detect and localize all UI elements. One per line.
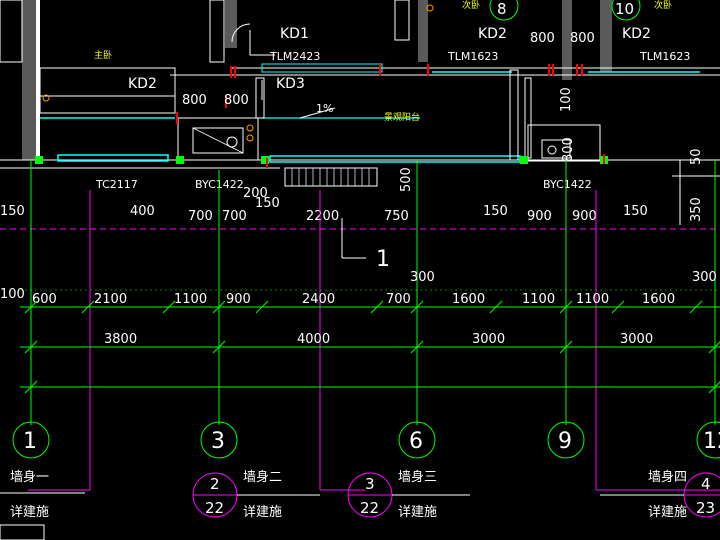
room-label-second-a: 次卧 <box>462 0 480 11</box>
plan-dim-800-e: 800 <box>561 137 576 162</box>
axis-label-6: 6 <box>409 429 423 454</box>
wall-sheet-2: 22 <box>205 499 224 517</box>
axis-bubble-12 <box>696 421 720 459</box>
dim2-1600-a: 1600 <box>452 292 485 307</box>
door-label-kd2-c: KD2 <box>622 26 651 42</box>
plan-dim-500: 500 <box>399 167 414 192</box>
wall-label-1: 墙身一 <box>10 469 49 485</box>
dim1-150-b: 150 <box>483 204 508 219</box>
wall-label-3: 墙身三 <box>398 469 437 485</box>
wall-detail-refs: 墙身一 详建施 2 22 墙身二 详建施 3 22 墙身三 详建施 4 23 墙… <box>0 469 720 540</box>
dim2-300-b: 300 <box>692 270 717 285</box>
plan-labels: KD1 KD2 KD2 KD2 KD3 TLM2423 TLM1623 TLM1… <box>94 0 704 222</box>
door-label-kd3: KD3 <box>276 76 305 92</box>
top-axis-8: 8 <box>497 0 507 18</box>
room-label-balcony: 景观阳台 <box>384 111 420 123</box>
axis-bubble-6 <box>398 421 436 459</box>
plan-dim-150: 150 <box>255 196 280 211</box>
dim1-750: 750 <box>384 209 409 224</box>
slope-label: 1% <box>316 102 333 115</box>
dim1-900-b: 900 <box>572 209 597 224</box>
wall-label-2: 墙身二 <box>243 469 282 485</box>
window-label-tlm1623-b: TLM1623 <box>639 50 690 63</box>
dim2-1100-c: 1100 <box>576 292 609 307</box>
axis-label-1: 1 <box>23 429 37 454</box>
wall-label-4: 墙身四 <box>648 469 687 485</box>
dim-row-2: 300 300 100 600 2100 1100 900 2400 700 1… <box>0 270 720 314</box>
dim2-300-a: 300 <box>410 270 435 285</box>
axis-label-9: 9 <box>558 429 572 454</box>
dim2-2100: 2100 <box>94 292 127 307</box>
top-axis-10: 10 <box>615 0 634 18</box>
wall-sheet-4: 23 <box>696 499 715 517</box>
room-label-second-b: 次卧 <box>654 0 672 11</box>
dim1-150-c: 150 <box>623 204 648 219</box>
dim2-1100-b: 1100 <box>522 292 555 307</box>
dim-row-3: 3800 4000 3000 3000 <box>20 332 720 394</box>
wall-note-3: 详建施 <box>398 505 437 520</box>
callout-number: 1 <box>376 247 390 272</box>
plan-dim-100: 100 <box>559 87 574 112</box>
plan-dim-800-b: 800 <box>224 93 249 108</box>
dim1-2200: 2200 <box>306 209 339 224</box>
dim1-900-a: 900 <box>527 209 552 224</box>
dim2-100: 100 <box>0 287 25 302</box>
axis-bubble-9 <box>547 421 585 459</box>
axis-label-3: 3 <box>211 429 225 454</box>
plan-dim-200: 200 <box>243 186 268 201</box>
door-label-kd1: KD1 <box>280 26 309 42</box>
dim3-3000-b: 3000 <box>620 332 653 347</box>
top-axis-bubbles <box>489 0 641 21</box>
plan-dim-800-d: 800 <box>570 31 595 46</box>
dim2-2400: 2400 <box>302 292 335 307</box>
dim2-600: 600 <box>32 292 57 307</box>
axis-label-12: 12 <box>703 429 720 454</box>
plan-dim-350: 350 <box>689 197 704 222</box>
wall-note-2: 详建施 <box>243 505 282 520</box>
door-label-kd2-a: KD2 <box>128 76 157 92</box>
plan-dim-800-a: 800 <box>182 93 207 108</box>
dim1-700-b: 700 <box>222 209 247 224</box>
plan-dim-800-c: 800 <box>530 31 555 46</box>
dim2-1600-b: 1600 <box>642 292 675 307</box>
window-label-tc2117: TC2117 <box>95 178 138 191</box>
wall-num-4: 4 <box>701 475 711 493</box>
dim1-400: 400 <box>130 204 155 219</box>
window-label-tlm1623-a: TLM1623 <box>447 50 498 63</box>
axis-bubble-3 <box>200 421 238 459</box>
axis-bubble-1 <box>12 421 50 459</box>
room-label-master: 主卧 <box>94 49 112 61</box>
wall-note-4: 详建施 <box>648 505 687 520</box>
door-label-kd2-b: KD2 <box>478 26 507 42</box>
dim3-4000: 4000 <box>297 332 330 347</box>
wall-sheet-3: 22 <box>360 499 379 517</box>
wall-note-1: 详建施 <box>10 505 49 520</box>
wall-num-2: 2 <box>210 475 220 493</box>
dim-row-1: 150 400 700 700 2200 750 150 900 900 150 <box>0 204 648 224</box>
dim2-700: 700 <box>386 292 411 307</box>
wall-num-3: 3 <box>365 475 375 493</box>
dim2-900: 900 <box>226 292 251 307</box>
dim3-3000-a: 3000 <box>472 332 505 347</box>
window-label-byc1422-b: BYC1422 <box>543 178 592 191</box>
axis-bubbles: 1 3 6 9 12 <box>12 421 720 459</box>
dim1-150: 150 <box>0 204 25 219</box>
window-label-tlm2423: TLM2423 <box>269 50 320 63</box>
plan-walls <box>0 0 720 225</box>
dim1-700-a: 700 <box>188 209 213 224</box>
axis-lines <box>28 160 720 491</box>
dim3-3800: 3800 <box>104 332 137 347</box>
plan-dim-50: 50 <box>689 148 704 165</box>
dim2-1100: 1100 <box>174 292 207 307</box>
